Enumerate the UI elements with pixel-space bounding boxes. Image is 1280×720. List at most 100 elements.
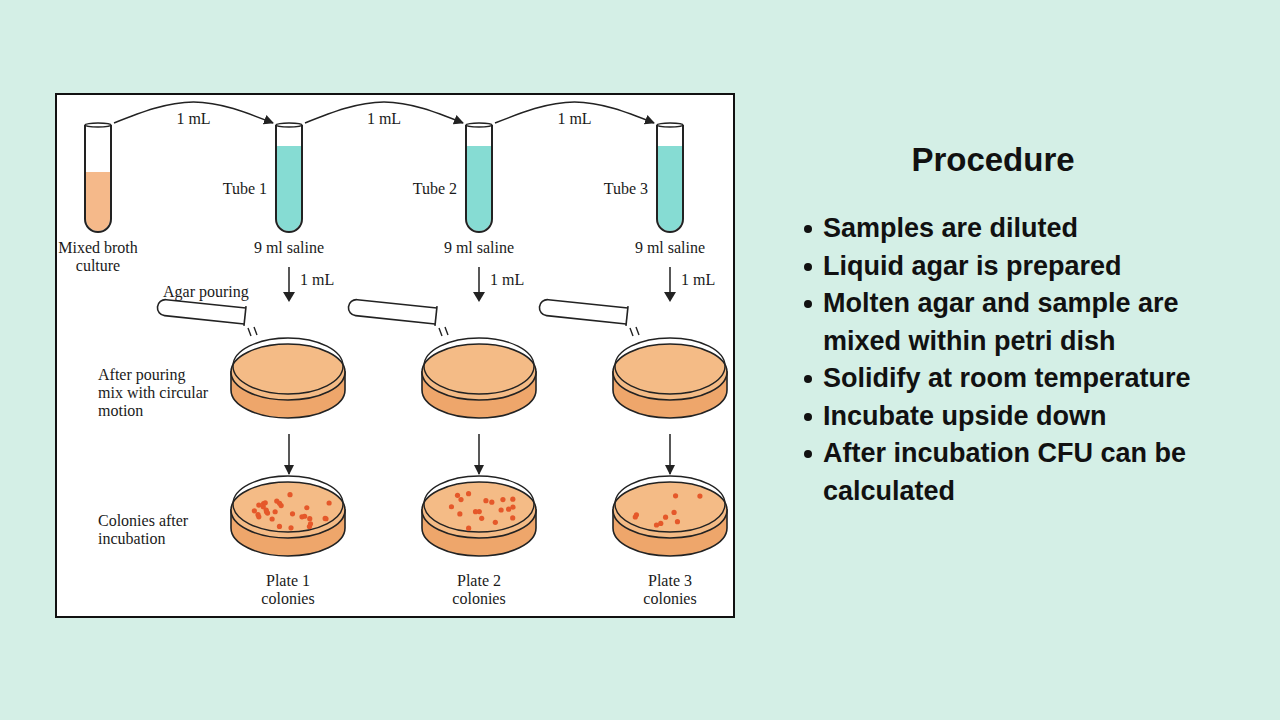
colony xyxy=(323,516,328,521)
colony xyxy=(493,520,498,525)
colony xyxy=(307,516,312,521)
agar-tube xyxy=(156,297,257,336)
procedure-step: Samples are diluted xyxy=(823,210,1223,248)
tube-outline xyxy=(276,125,302,232)
volume-label: 1 mL xyxy=(555,110,593,128)
node-caption: Mixed broth culture xyxy=(48,239,148,275)
colony xyxy=(252,508,257,513)
petri-plate: Plate 1 colonies xyxy=(228,474,348,608)
colony xyxy=(274,499,279,504)
colony xyxy=(256,514,261,519)
colony xyxy=(458,497,463,502)
arrow-head xyxy=(473,292,485,302)
colony xyxy=(327,500,332,505)
colony xyxy=(287,492,292,497)
colony xyxy=(457,511,462,516)
tube-name: Tube 3 xyxy=(604,180,648,198)
arrow-head xyxy=(664,292,676,302)
test-tube: Tube 19 ml saline xyxy=(239,122,339,257)
node-caption: 9 ml saline xyxy=(429,239,529,257)
plate-drawing xyxy=(419,474,539,558)
colony xyxy=(304,505,309,510)
colony xyxy=(455,493,460,498)
colony xyxy=(299,514,304,519)
procedure-step: Incubate upside down xyxy=(823,398,1223,436)
poured-plate xyxy=(231,338,345,418)
transfer-arrow xyxy=(478,267,480,474)
volume-label: 1 mL xyxy=(174,110,212,128)
node-caption: Plate 2 colonies xyxy=(439,572,519,608)
tube-rim xyxy=(466,123,492,127)
colony xyxy=(308,521,313,526)
petri-dish xyxy=(231,476,345,556)
step-label: After pouring mix with circular motion xyxy=(98,366,211,420)
colony xyxy=(499,507,504,512)
plate-drawing xyxy=(610,474,730,558)
colony xyxy=(510,497,515,502)
colony xyxy=(288,525,293,530)
tube-drawing xyxy=(620,122,720,235)
arrow-head xyxy=(283,292,295,302)
colony xyxy=(500,497,505,502)
colony xyxy=(510,515,515,520)
colony xyxy=(671,510,676,515)
petri-plate: Plate 3 colonies xyxy=(610,474,730,608)
tube-rim xyxy=(276,123,302,127)
slide-title: Procedure xyxy=(793,140,1193,180)
colony xyxy=(466,491,471,496)
colony xyxy=(675,519,680,524)
colony xyxy=(473,509,478,514)
poured-plate xyxy=(422,338,536,418)
node-caption: 9 ml saline xyxy=(239,239,339,257)
node-caption: 9 ml saline xyxy=(620,239,720,257)
colony xyxy=(449,504,454,509)
figure-panel xyxy=(56,94,734,617)
tube-drawing xyxy=(239,122,339,235)
petri-dish xyxy=(613,476,727,556)
colony xyxy=(506,507,511,512)
plate-drawing xyxy=(228,474,348,558)
transfer-arrow xyxy=(288,267,290,474)
colony xyxy=(654,522,659,527)
tube-rim xyxy=(657,123,683,127)
colony xyxy=(466,526,471,531)
colony xyxy=(290,511,295,516)
tube-outline xyxy=(85,125,111,232)
tube-outline xyxy=(466,125,492,232)
volume-label: 1 mL xyxy=(298,271,336,289)
colony xyxy=(264,509,269,514)
colony xyxy=(323,516,328,521)
procedure-list: Samples are dilutedLiquid agar is prepar… xyxy=(823,210,1223,510)
poured-plate xyxy=(613,338,727,418)
step-label: Colonies after incubation xyxy=(98,512,211,548)
volume-label: 1 mL xyxy=(488,271,526,289)
colony xyxy=(489,500,494,505)
tube-name: Tube 2 xyxy=(413,180,457,198)
liquid xyxy=(86,172,110,231)
procedure-step: Liquid agar is prepared xyxy=(823,248,1223,286)
colony xyxy=(663,515,668,520)
colony xyxy=(697,493,702,498)
step-label: Agar pouring xyxy=(163,283,249,301)
volume-label: 1 mL xyxy=(365,110,403,128)
transfer-arrow xyxy=(669,267,671,474)
colony xyxy=(277,524,282,529)
colony xyxy=(673,493,678,498)
petri-dish xyxy=(422,476,536,556)
liquid xyxy=(277,146,301,231)
colony xyxy=(273,509,278,514)
petri-plate: Plate 2 colonies xyxy=(419,474,539,608)
node-caption: Plate 3 colonies xyxy=(630,572,710,608)
tube-outline xyxy=(657,125,683,232)
tube-rim xyxy=(85,123,111,127)
procedure-step: Molten agar and sample are mixed within … xyxy=(823,285,1223,360)
node-caption: Plate 1 colonies xyxy=(248,572,328,608)
agar-tube xyxy=(538,297,639,336)
procedure-step: After incubation CFU can be calculated xyxy=(823,435,1223,510)
liquid xyxy=(467,146,491,231)
tube-name: Tube 1 xyxy=(223,180,267,198)
tube-drawing xyxy=(429,122,529,235)
liquid xyxy=(658,146,682,231)
